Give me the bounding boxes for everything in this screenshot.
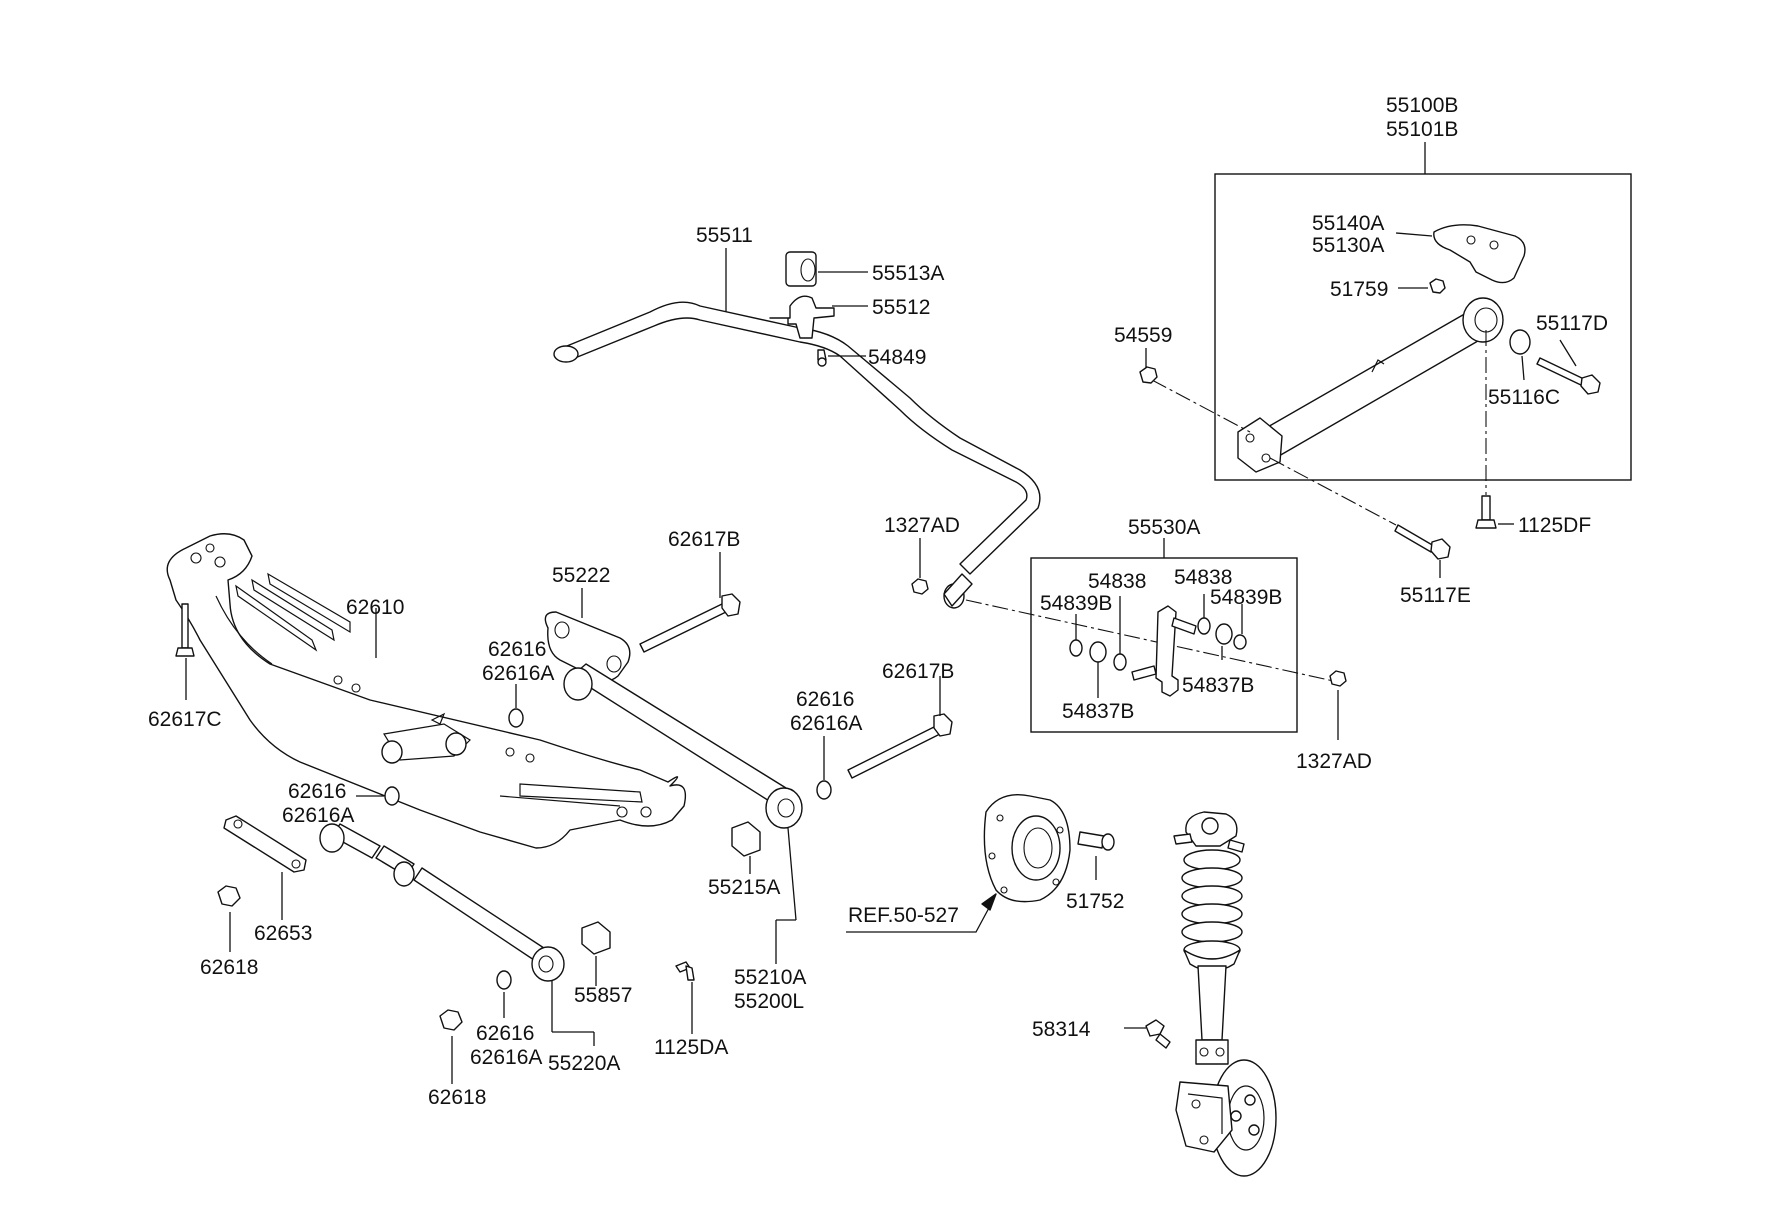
label-1327AD-bottom: 1327AD	[1296, 750, 1372, 773]
bushing-55215A	[731, 821, 761, 857]
bolt-55117E	[1394, 524, 1435, 553]
washer-62616-a	[508, 708, 524, 728]
trailing-arm	[1251, 311, 1491, 461]
link-bushing-left	[1089, 641, 1107, 663]
label-54839B-right: 54839B	[1210, 586, 1282, 609]
label-62617C: 62617C	[148, 708, 222, 731]
stabilizer-bar-end-left	[553, 345, 579, 363]
label-62618-b: 62618	[428, 1086, 486, 1109]
label-54838-left: 54838	[1088, 570, 1146, 593]
label-55100B: 55100B	[1386, 94, 1458, 117]
bolt-1125DF	[1481, 495, 1491, 521]
label-54849: 54849	[868, 346, 926, 369]
label-55101B: 55101B	[1386, 118, 1458, 141]
washer-62616-d	[496, 970, 512, 990]
label-55222: 55222	[552, 564, 610, 587]
label-54837B-left: 54837B	[1062, 700, 1134, 723]
label-62616A-a: 62616A	[482, 662, 554, 685]
strut-assembly	[1173, 811, 1245, 1065]
washer-62616-c	[816, 780, 832, 800]
ref-arrow-head	[981, 893, 997, 911]
label-1327AD-top: 1327AD	[884, 514, 960, 537]
label-55130A: 55130A	[1312, 234, 1384, 257]
label-58314: 58314	[1032, 1018, 1091, 1041]
link-washer-left	[1113, 653, 1127, 671]
label-54838-right: 54838	[1174, 566, 1232, 589]
label-62617B-top: 62617B	[668, 528, 740, 551]
label-55511: 55511	[696, 224, 753, 247]
rear-crossmember	[166, 533, 687, 849]
label-55857: 55857	[574, 984, 632, 1007]
link-ring-left	[1069, 639, 1083, 657]
label-55117E: 55117E	[1400, 584, 1471, 607]
nut-62618-a	[217, 885, 241, 907]
label-55140A: 55140A	[1312, 212, 1384, 235]
label-51752: 51752	[1066, 890, 1124, 913]
ref-arrow-line	[846, 905, 991, 933]
stabilizer-bar	[561, 301, 1041, 575]
nut-51759	[1429, 278, 1446, 294]
label-62610: 62610	[346, 596, 404, 619]
label-55530A: 55530A	[1128, 516, 1200, 539]
bolt-55117D	[1536, 357, 1587, 387]
bolt-51752	[1077, 831, 1105, 849]
label-62616-b: 62616	[288, 780, 346, 803]
label-1125DA: 1125DA	[654, 1036, 728, 1059]
label-62618-a: 62618	[200, 956, 258, 979]
label-62616-d: 62616	[476, 1022, 534, 1045]
label-55116C: 55116C	[1488, 386, 1560, 409]
nut-62618-b	[439, 1009, 463, 1031]
plate-62653	[223, 815, 307, 873]
link-bushing-right	[1215, 623, 1233, 645]
label-62616A-d: 62616A	[470, 1046, 542, 1069]
bushing-55857	[581, 921, 611, 955]
brake-disc-and-knuckle	[1175, 1059, 1277, 1177]
bolt-62617B-top	[639, 603, 727, 653]
label-62617B-mid: 62617B	[882, 660, 954, 683]
label-55512: 55512	[872, 296, 930, 319]
label-1125DF: 1125DF	[1518, 514, 1591, 537]
label-55513A: 55513A	[872, 262, 944, 285]
bushing-55116C	[1509, 329, 1531, 355]
trailing-arm-assembly-group	[1151, 142, 1632, 526]
trailing-arm-assembly-box	[1214, 173, 1632, 481]
label-55215A: 55215A	[708, 876, 780, 899]
brake-caliper	[1175, 1081, 1233, 1153]
nut-1327AD-top	[911, 578, 929, 595]
label-55117D: 55117D	[1536, 312, 1608, 335]
label-55220A: 55220A	[548, 1052, 620, 1075]
nut-54559	[1139, 366, 1158, 384]
link-washer-right	[1197, 617, 1211, 635]
stabilizer-bracket	[769, 295, 835, 339]
label-54837B-right: 54837B	[1182, 674, 1254, 697]
label-62616A-b: 62616A	[282, 804, 354, 827]
link-ring-right	[1233, 634, 1247, 650]
nut-1327AD-bottom	[1329, 670, 1347, 687]
label-55210A: 55210A	[734, 966, 806, 989]
label-ref-50-527: REF.50-527	[848, 904, 959, 927]
label-54559: 54559	[1114, 324, 1172, 347]
label-54839B-left: 54839B	[1040, 592, 1112, 615]
label-62616-a: 62616	[488, 638, 546, 661]
label-62653: 62653	[254, 922, 312, 945]
bleeder-58314	[1145, 1019, 1165, 1037]
washer-62616-b	[384, 786, 400, 806]
label-62616A-c: 62616A	[790, 712, 862, 735]
label-51759: 51759	[1330, 278, 1388, 301]
stabilizer-link-rod	[1155, 605, 1179, 697]
label-62616-c: 62616	[796, 688, 854, 711]
trailing-arm-bracket	[1433, 224, 1526, 284]
label-55200L: 55200L	[734, 990, 804, 1013]
bolt-62617C	[181, 603, 189, 649]
